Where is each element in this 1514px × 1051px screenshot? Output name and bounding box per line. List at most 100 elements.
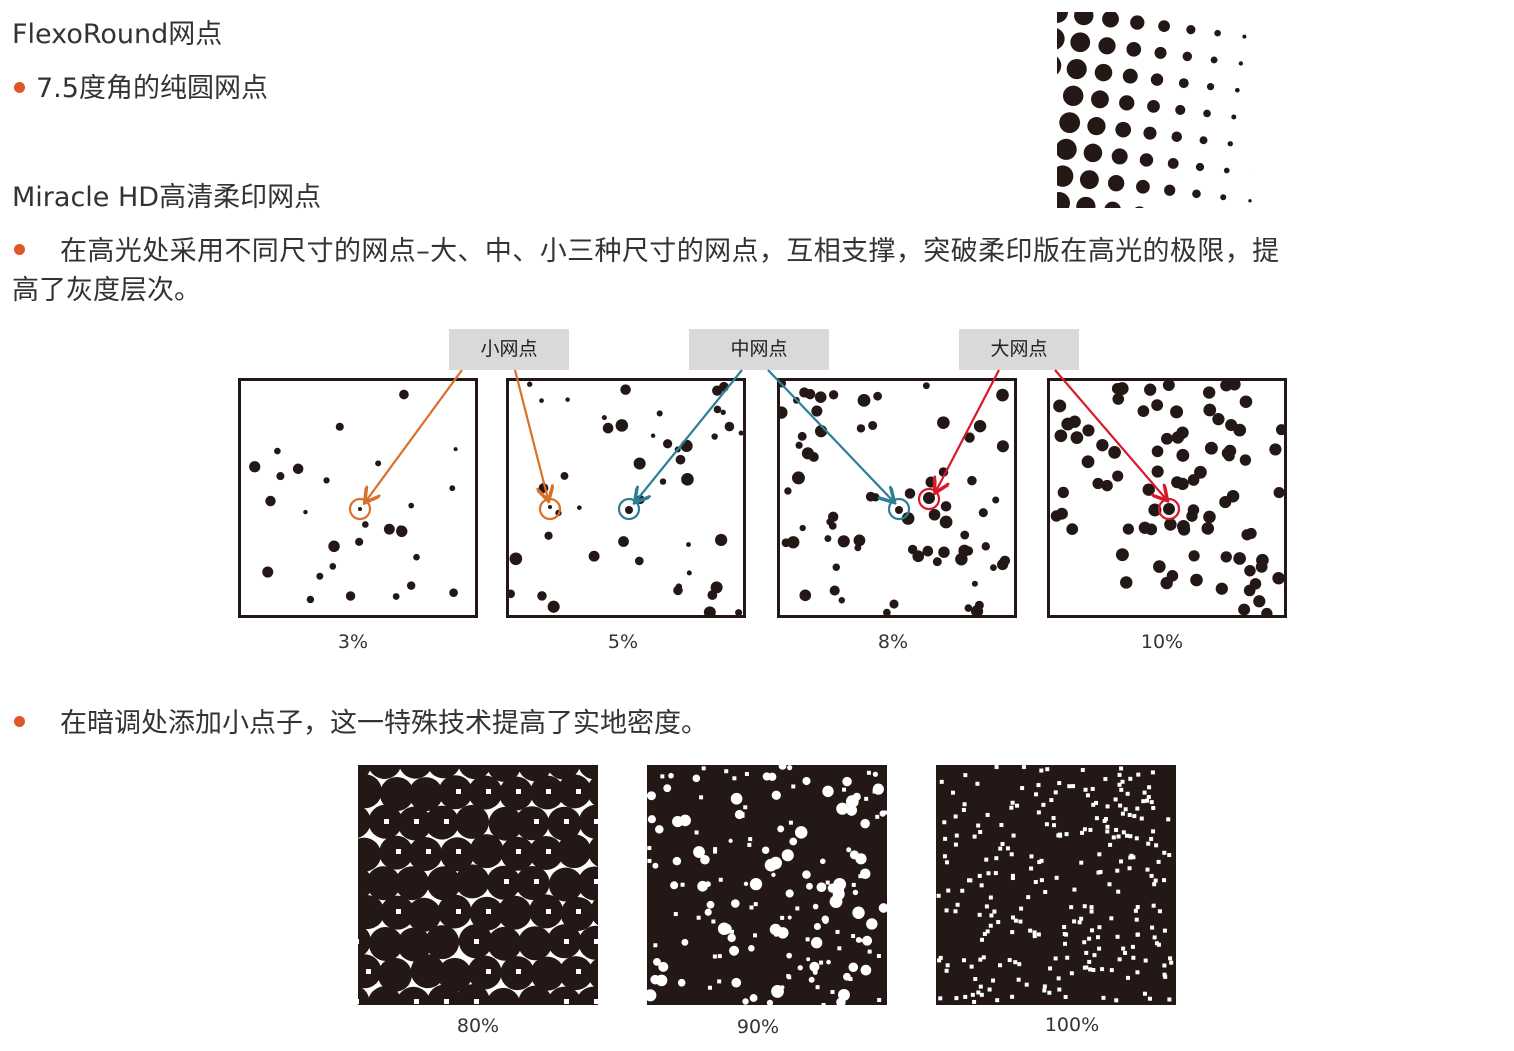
halftone-dot bbox=[1153, 560, 1166, 573]
paper-dot bbox=[860, 868, 871, 879]
halftone-dot bbox=[1166, 570, 1179, 582]
halftone-dot bbox=[453, 447, 458, 452]
halftone-dot bbox=[964, 432, 975, 443]
paper-dot bbox=[802, 870, 811, 879]
halftone-dot bbox=[1187, 474, 1200, 486]
halftone-dot bbox=[1151, 399, 1164, 411]
halftone-dot bbox=[1233, 552, 1246, 565]
halftone-dot bbox=[455, 864, 490, 899]
halftone-dot bbox=[1057, 486, 1069, 499]
paper-dot bbox=[1118, 803, 1123, 808]
halftone-dot bbox=[1056, 507, 1068, 520]
paper-dot bbox=[860, 964, 872, 976]
halftone-dot bbox=[1126, 42, 1142, 57]
halftone-dot bbox=[1171, 476, 1184, 489]
paper-dot bbox=[1091, 967, 1096, 972]
halftone-dot bbox=[1220, 194, 1227, 201]
paper-dot bbox=[1154, 843, 1159, 848]
paper-dot bbox=[994, 856, 999, 861]
panel-border bbox=[777, 378, 1017, 618]
paper-dot bbox=[771, 985, 784, 998]
halftone-dot bbox=[408, 777, 443, 812]
halftone-dot bbox=[865, 491, 876, 502]
paper-dot bbox=[786, 952, 793, 959]
paper-dot bbox=[1043, 890, 1048, 895]
paper-dot bbox=[785, 889, 794, 898]
paper-dot bbox=[672, 856, 682, 866]
paper-dot bbox=[1105, 804, 1110, 809]
halftone-dot bbox=[467, 955, 502, 990]
paper-dot bbox=[942, 820, 947, 825]
halftone-dot bbox=[797, 431, 807, 441]
paper-dot bbox=[1089, 909, 1094, 914]
highlight-circle-small bbox=[538, 497, 562, 521]
paper-dot bbox=[1123, 950, 1128, 955]
paper-dot bbox=[1067, 784, 1072, 789]
halftone-dot bbox=[1154, 46, 1167, 59]
halftone-dot bbox=[1227, 141, 1233, 147]
halftone-dot bbox=[1054, 429, 1068, 443]
halftone-dot bbox=[873, 391, 883, 401]
halftone-dot bbox=[1176, 426, 1189, 439]
paper-dot bbox=[1057, 987, 1062, 992]
paper-dot bbox=[975, 781, 980, 786]
halftone-dot bbox=[368, 926, 403, 961]
halftone-dot bbox=[1057, 138, 1077, 160]
paper-dot bbox=[977, 873, 982, 878]
halftone-dot bbox=[587, 775, 598, 808]
paper-dot bbox=[797, 965, 803, 971]
halftone-dot bbox=[303, 509, 308, 515]
halftone-dot bbox=[1192, 189, 1201, 199]
halftone-dot bbox=[857, 393, 871, 407]
paper-dot bbox=[1109, 916, 1114, 921]
paper-dot bbox=[1049, 798, 1054, 803]
paper-dot bbox=[1128, 776, 1133, 781]
caption-8: 8% bbox=[877, 631, 909, 653]
paper-dot bbox=[1082, 940, 1087, 945]
paper-dot bbox=[749, 877, 763, 891]
paper-dot bbox=[985, 812, 990, 817]
paper-dot bbox=[939, 779, 944, 784]
paper-dot bbox=[1162, 878, 1167, 883]
paper-dot bbox=[937, 958, 942, 963]
halftone-dot bbox=[1162, 379, 1175, 392]
halftone-dot bbox=[1204, 441, 1218, 455]
halftone-dot bbox=[996, 388, 1009, 402]
halftone-dot bbox=[408, 837, 443, 872]
halftone-dot bbox=[854, 544, 862, 552]
paper-dot bbox=[962, 802, 967, 807]
halftone-dot bbox=[964, 604, 973, 612]
paper-dot bbox=[1053, 790, 1058, 795]
paper-dot bbox=[993, 871, 998, 876]
halftone-dot bbox=[738, 430, 744, 436]
halftone-dot bbox=[940, 501, 952, 512]
paper-dot bbox=[1156, 942, 1161, 947]
halftone-dot bbox=[707, 590, 718, 600]
halftone-dot bbox=[1101, 479, 1113, 492]
paper-dot bbox=[1152, 882, 1157, 887]
halftone-dot bbox=[249, 461, 261, 473]
paper-dot bbox=[1071, 784, 1076, 789]
halftone-dot bbox=[486, 865, 521, 900]
paper-dot bbox=[1042, 988, 1047, 993]
halftone-dot bbox=[1150, 73, 1164, 86]
paper-dot bbox=[954, 833, 959, 838]
halftone-dot bbox=[413, 553, 420, 561]
paper-dot bbox=[1147, 785, 1152, 790]
paper-dot bbox=[1101, 995, 1106, 1000]
paper-dot bbox=[1029, 854, 1034, 859]
paper-dot bbox=[936, 893, 941, 898]
halftone-dot bbox=[509, 552, 523, 566]
paper-dot bbox=[979, 937, 984, 942]
paper-dot bbox=[819, 858, 826, 865]
paper-dot bbox=[992, 909, 997, 914]
paper-dot bbox=[1133, 908, 1138, 913]
highlight-circle-large bbox=[917, 487, 941, 511]
halftone-dot bbox=[999, 555, 1011, 566]
halftone-dot bbox=[449, 588, 458, 598]
halftone-dot bbox=[515, 806, 550, 841]
halftone-dot bbox=[1070, 431, 1084, 444]
halftone-dot bbox=[673, 585, 683, 596]
paper-dot bbox=[1017, 962, 1022, 967]
paper-dot bbox=[988, 895, 993, 900]
